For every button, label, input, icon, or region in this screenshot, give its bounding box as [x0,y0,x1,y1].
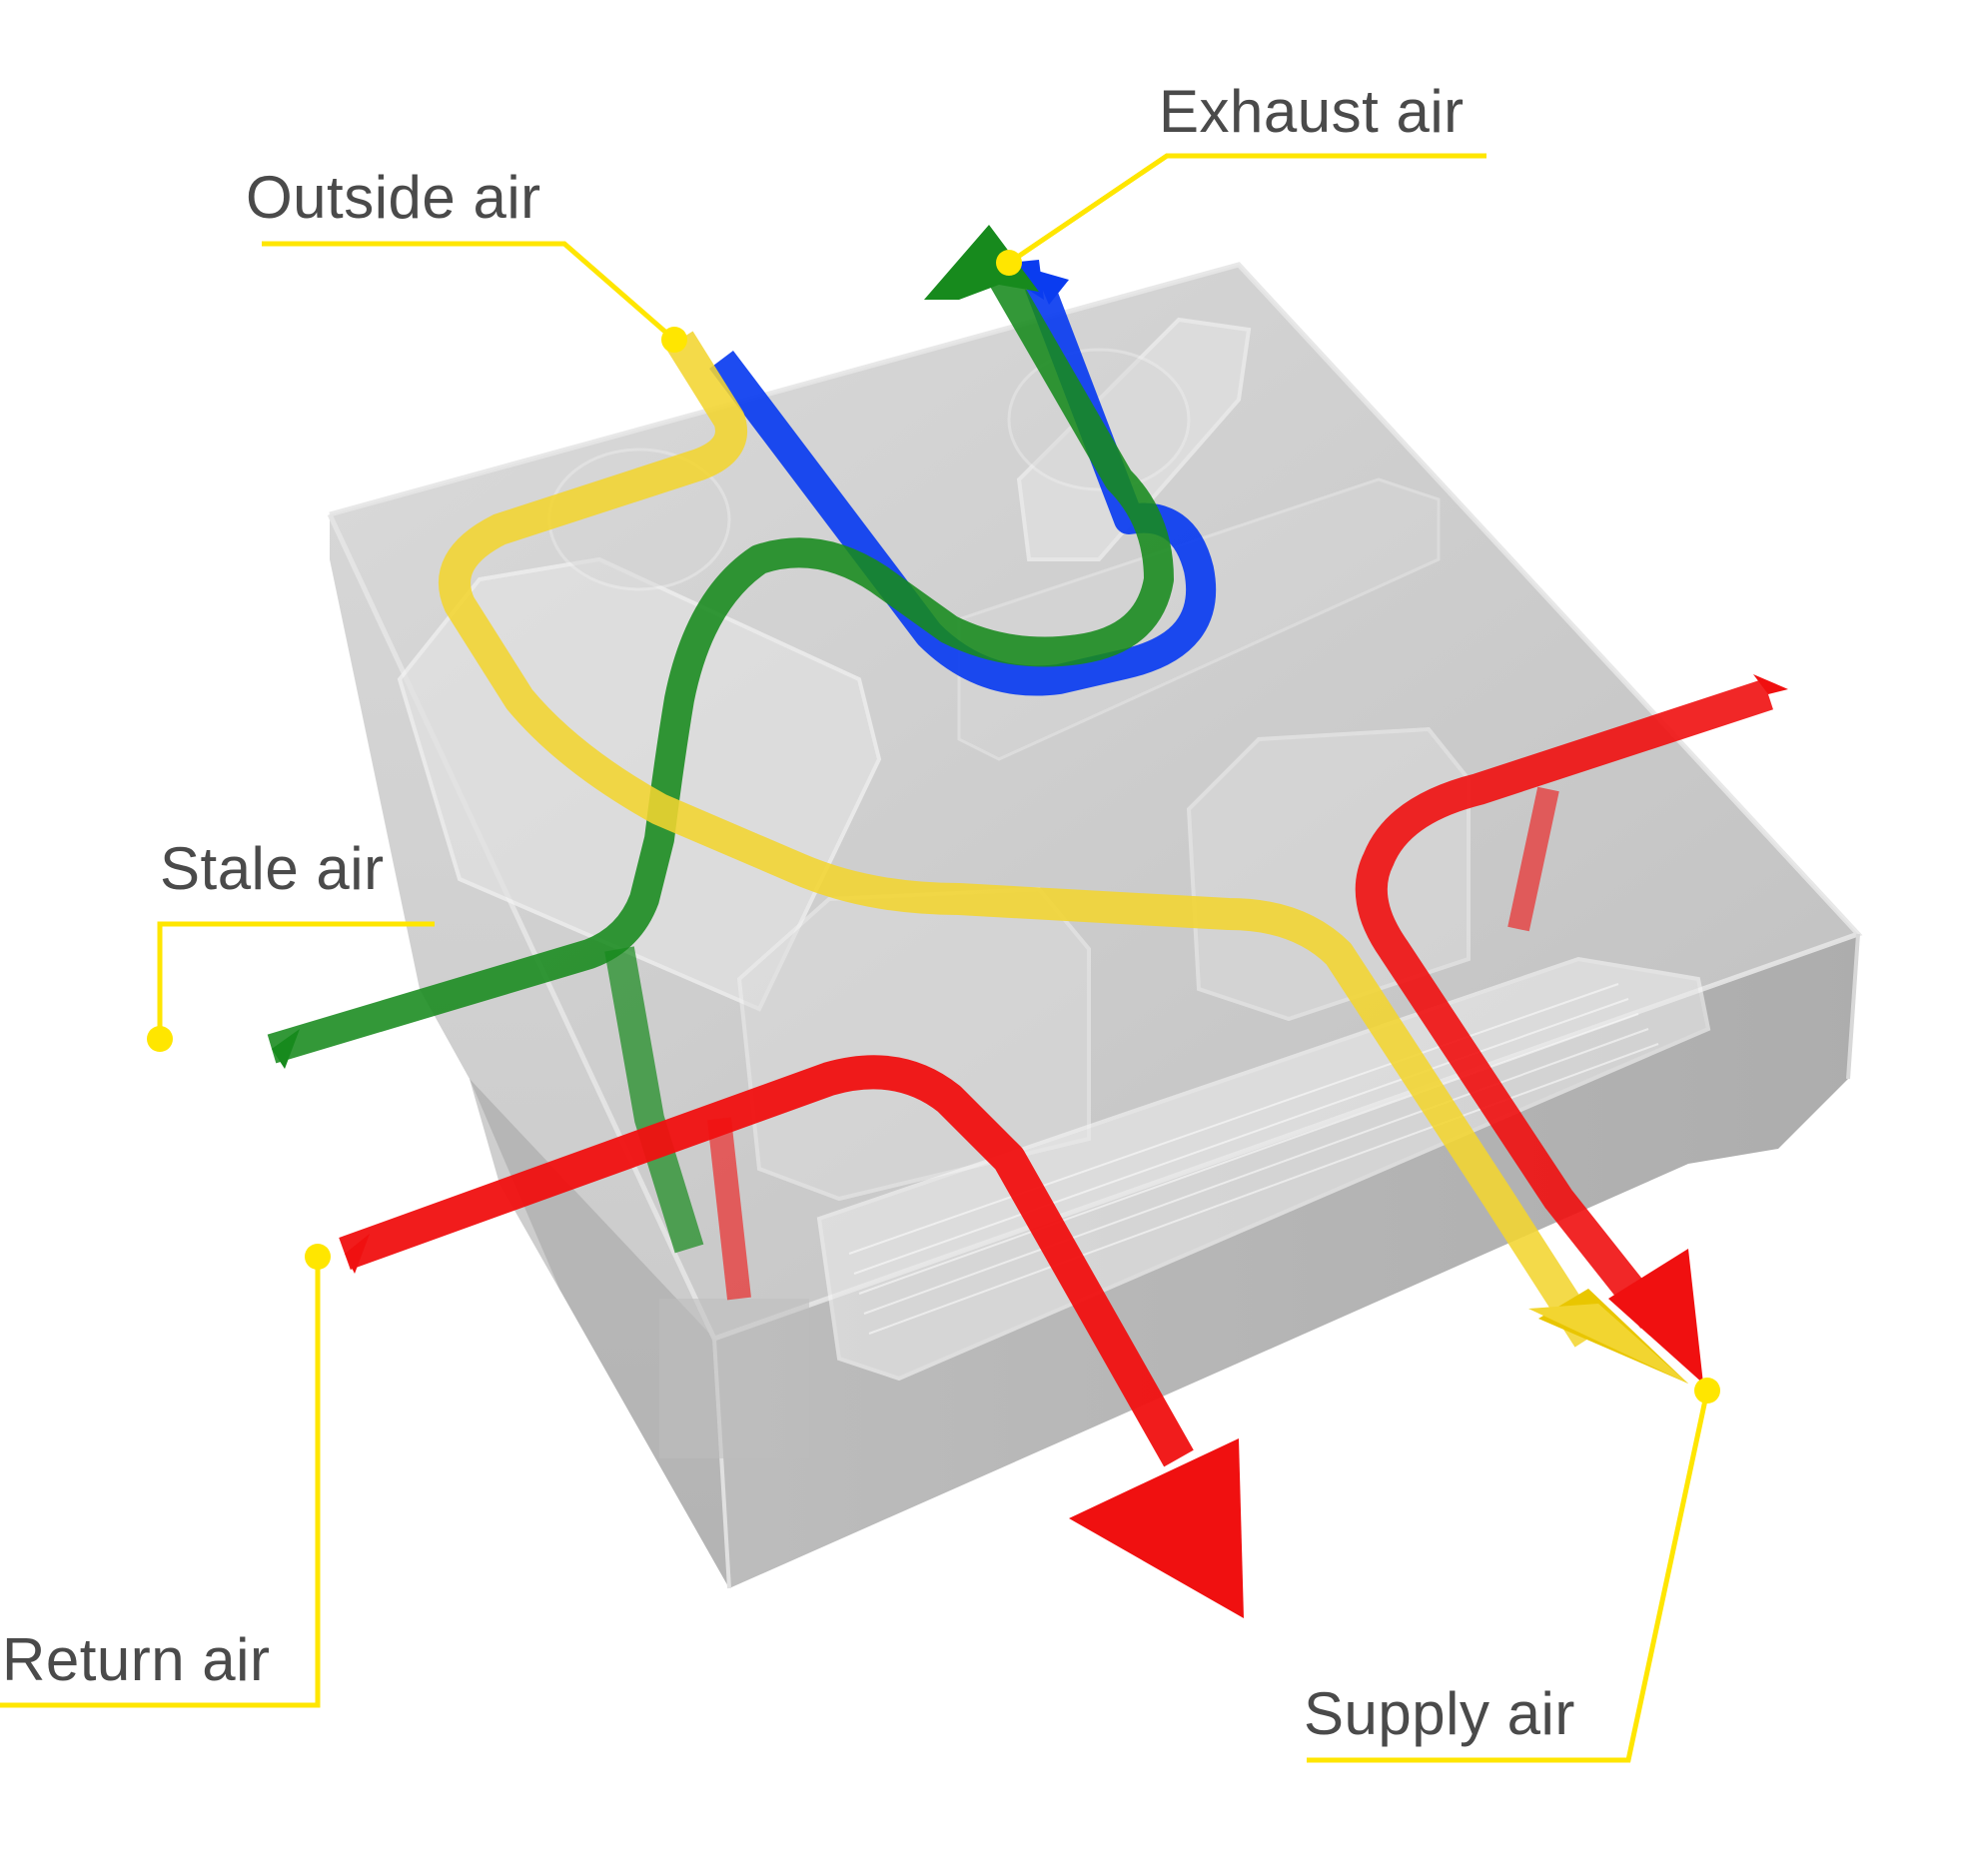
bypass-damper [1016,317,1252,561]
leader-lines [0,153,1720,1763]
casing-right-face [714,934,1858,1588]
exhaust-air-dot [996,250,1022,276]
supply-air-leader [1307,1390,1710,1763]
return-air-arrowhead [1069,1438,1244,1618]
return-air-leader [0,1257,321,1708]
exhaust-air-label: Exhaust air [1159,78,1465,145]
stale-air-dot [147,1026,173,1052]
exhaust-air-leader [1007,153,1486,266]
casing-front-lower-face [470,1079,729,1588]
stale-air-label: Stale air [160,835,385,902]
supply-air-flow-arrow [1355,674,1788,1384]
coil-fins [848,983,1659,1335]
supply-air-dot [1694,1378,1720,1404]
stale-air-leader [157,921,435,1039]
outside-air-flow-arrow [439,331,1688,1384]
outside-air-dot [661,327,687,353]
return-air-flow-arrow [339,1055,1244,1618]
outside-air-label: Outside air [246,164,541,231]
outside-air-leader [262,241,676,342]
supply-air-label: Supply air [1304,1680,1575,1747]
return-air-label: Return air [2,1626,271,1693]
exhaust-arrowhead [924,225,1039,300]
control-panel [659,1299,809,1458]
supply-air-arrowhead [1608,1249,1703,1384]
casing-top-face [330,265,1858,1339]
return-air-dot [305,1244,331,1270]
